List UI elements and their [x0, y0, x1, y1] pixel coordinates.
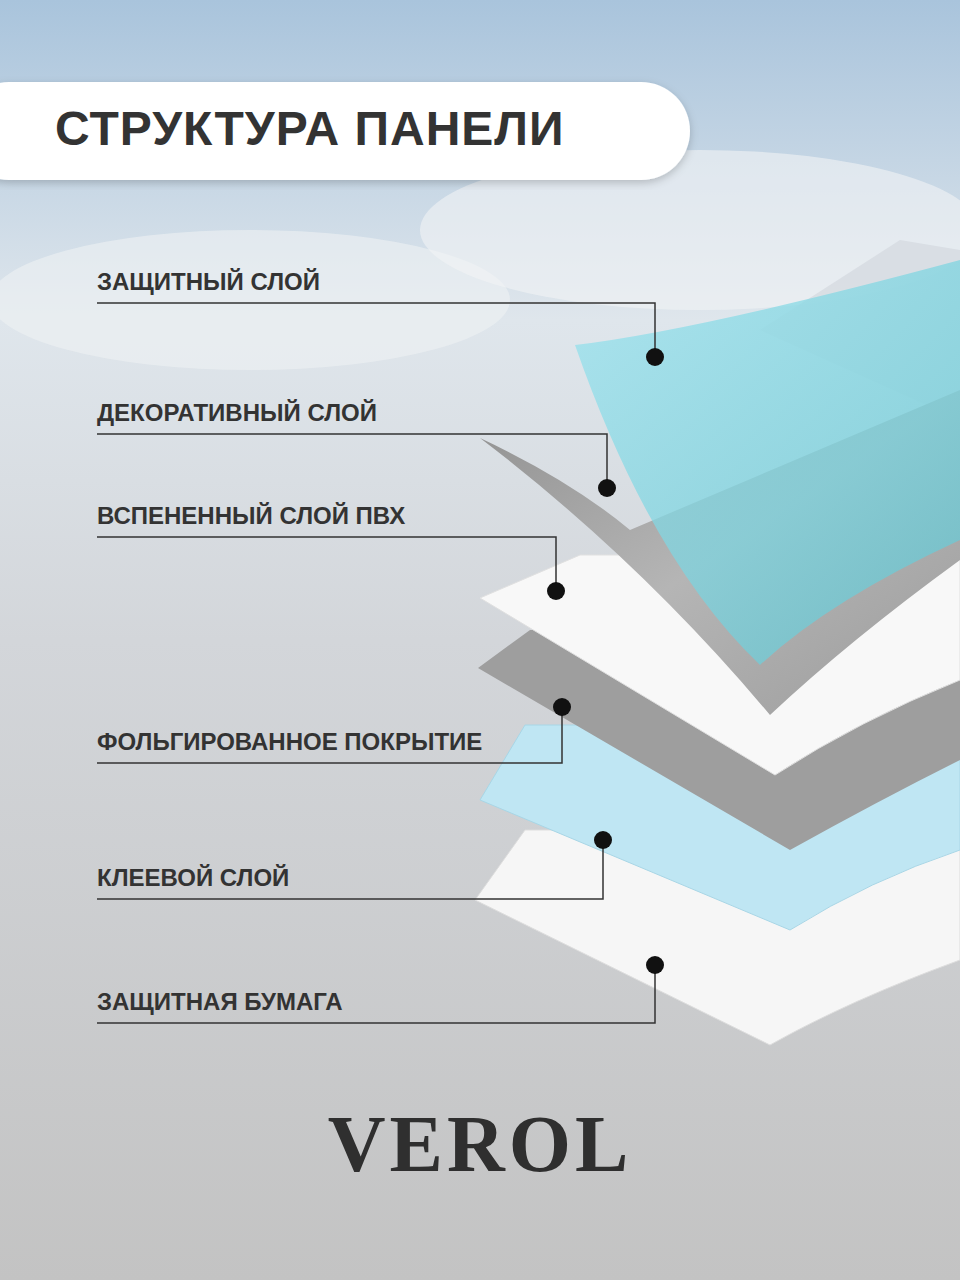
leader-dot	[646, 348, 664, 366]
title: СТРУКТУРА ПАНЕЛИ	[55, 101, 565, 156]
leader-line	[97, 840, 603, 899]
leader-line	[97, 434, 607, 488]
leader-dot	[553, 698, 571, 716]
title-bar	[0, 82, 690, 180]
leader-dot	[594, 831, 612, 849]
layer-label: ДЕКОРАТИВНЫЙ СЛОЙ	[97, 399, 377, 427]
protective-layer	[575, 260, 960, 665]
layer-label: ЗАЩИТНЫЙ СЛОЙ	[97, 268, 320, 296]
leader-dot	[547, 582, 565, 600]
layer-label: ФОЛЬГИРОВАННОЕ ПОКРЫТИЕ	[97, 728, 482, 756]
layer-label: ЗАЩИТНАЯ БУМАГА	[97, 988, 343, 1016]
layer-label: КЛЕЕВОЙ СЛОЙ	[97, 864, 289, 892]
leader-line	[97, 303, 655, 357]
leader-line	[97, 965, 655, 1023]
leader-line	[97, 707, 562, 763]
leader-line	[97, 537, 556, 591]
leader-dot	[598, 479, 616, 497]
brand-logo: VEROL	[328, 1099, 633, 1190]
layer-label: ВСПЕНЕННЫЙ СЛОЙ ПВХ	[97, 502, 405, 530]
leader-dot	[646, 956, 664, 974]
